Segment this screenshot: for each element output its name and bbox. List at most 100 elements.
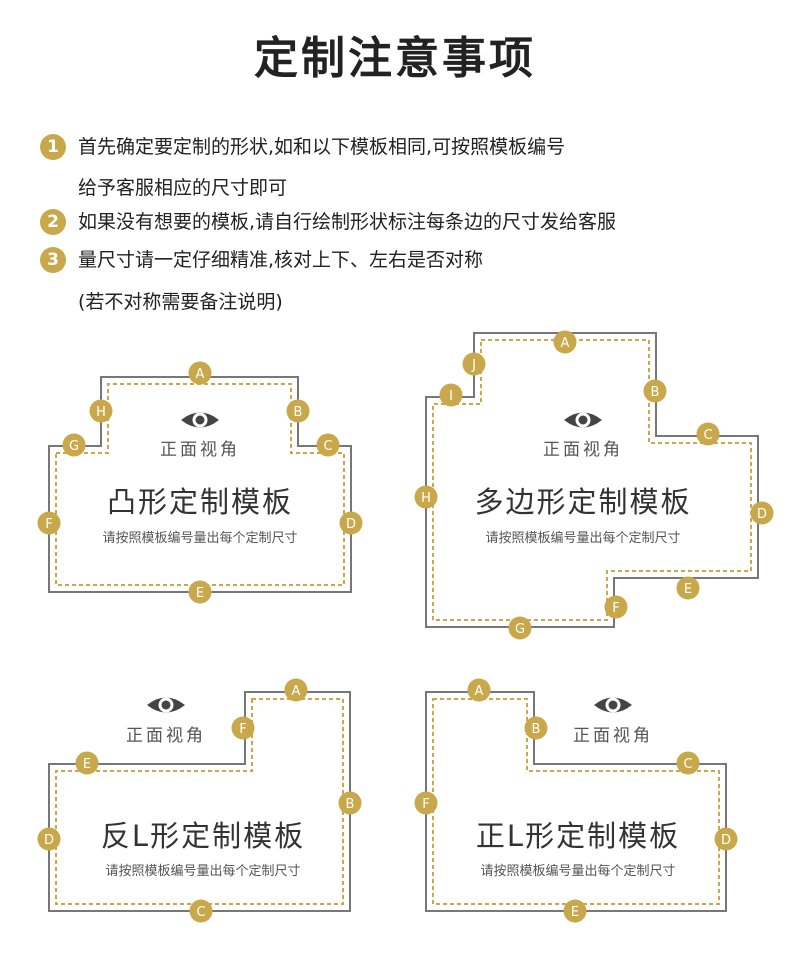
polygon-template: 正面视角 多边形定制模板 请按照模板编号量出每个定制尺寸 A B C D E F… [414, 330, 774, 640]
note-3: 3 量尺寸请一定仔细精准,核对上下、左右是否对称 [40, 247, 483, 273]
svg-text:B: B [651, 385, 660, 400]
svg-text:D: D [721, 833, 731, 848]
marker-d: D [339, 511, 363, 535]
marker-j: J [462, 352, 486, 376]
template-name: 反L形定制模板 [101, 819, 305, 853]
marker-b: B [524, 716, 548, 740]
svg-text:A: A [561, 336, 570, 351]
svg-text:E: E [571, 905, 579, 920]
svg-text:B: B [346, 797, 355, 812]
note-1: 1 首先确定要定制的形状,如和以下模板相同,可按照模板编号 [40, 134, 565, 160]
view-label: 正面视角 [126, 726, 206, 746]
normal-l-outline [425, 691, 727, 912]
marker-d: D [750, 501, 774, 525]
svg-text:C: C [703, 428, 712, 443]
svg-text:D: D [757, 507, 767, 522]
marker-c: C [316, 433, 340, 457]
svg-text:E: E [83, 757, 91, 772]
marker-f: F [231, 716, 255, 740]
template-subtitle: 请按照模板编号量出每个定制尺寸 [480, 863, 675, 879]
number-badge-3: 3 [40, 247, 66, 273]
marker-c: C [696, 422, 720, 446]
svg-text:D: D [346, 517, 356, 532]
reverse-l-template: 正面视角 反L形定制模板 请按照模板编号量出每个定制尺寸 A B C D E F [37, 678, 362, 923]
svg-text:B: B [532, 722, 541, 737]
marker-a: A [553, 330, 577, 354]
note-3-text: 量尺寸请一定仔细精准,核对上下、左右是否对称 [78, 249, 484, 271]
svg-text:A: A [196, 367, 205, 382]
template-subtitle: 请按照模板编号量出每个定制尺寸 [485, 530, 680, 546]
page-title: 定制注意事项 [254, 33, 536, 84]
number-badge-1: 1 [40, 134, 66, 160]
marker-a: A [467, 678, 491, 702]
marker-e: E [563, 899, 587, 923]
template-subtitle: 请按照模板编号量出每个定制尺寸 [102, 530, 297, 546]
svg-text:F: F [612, 601, 619, 616]
svg-text:H: H [96, 405, 106, 420]
marker-f: F [414, 791, 438, 815]
marker-f: F [37, 511, 61, 535]
reverse-l-dashed-outline [55, 698, 344, 905]
convex-outline [48, 376, 352, 593]
template-name: 凸形定制模板 [107, 485, 293, 519]
template-name: 多边形定制模板 [474, 485, 691, 519]
eye-icon [147, 697, 185, 713]
normal-l-dashed-outline [432, 698, 720, 905]
marker-i: I [439, 383, 463, 407]
svg-text:A: A [292, 684, 301, 699]
svg-text:H: H [421, 491, 431, 506]
marker-a: A [284, 678, 308, 702]
note-1-continuation: 给予客服相应的尺寸即可 [78, 177, 288, 199]
svg-text:C: C [683, 757, 692, 772]
marker-e: E [188, 580, 212, 604]
note-2-text: 如果没有想要的模板,请自行绘制形状标注每条边的尺寸发给客服 [78, 211, 617, 233]
svg-text:E: E [196, 586, 204, 601]
eye-icon [564, 412, 602, 428]
eye-icon [181, 412, 219, 428]
marker-g: G [508, 616, 532, 640]
marker-f: F [604, 595, 628, 619]
svg-text:A: A [475, 684, 484, 699]
marker-b: B [338, 791, 362, 815]
svg-text:F: F [422, 797, 429, 812]
note-1-text: 首先确定要定制的形状,如和以下模板相同,可按照模板编号 [78, 136, 566, 158]
convex-dashed-outline [55, 383, 345, 586]
svg-text:G: G [69, 439, 79, 454]
marker-b: B [286, 399, 310, 423]
svg-text:I: I [449, 389, 453, 404]
svg-text:J: J [471, 358, 476, 373]
svg-text:G: G [515, 622, 525, 637]
marker-b: B [643, 379, 667, 403]
marker-d: D [37, 827, 61, 851]
marker-a: A [188, 361, 212, 385]
template-name: 正L形定制模板 [476, 819, 680, 853]
normal-l-template: 正面视角 正L形定制模板 请按照模板编号量出每个定制尺寸 A B C D E F [414, 678, 738, 923]
note-2: 2 如果没有想要的模板,请自行绘制形状标注每条边的尺寸发给客服 [40, 209, 616, 235]
reverse-l-outline [48, 691, 351, 912]
marker-c: C [189, 899, 213, 923]
marker-c: C [676, 751, 700, 775]
marker-h: H [89, 399, 113, 423]
view-label: 正面视角 [543, 440, 623, 460]
svg-text:C: C [196, 905, 205, 920]
polygon-outline [425, 332, 759, 628]
marker-g: G [62, 433, 86, 457]
svg-text:D: D [44, 833, 54, 848]
svg-text:F: F [45, 517, 52, 532]
svg-text:C: C [323, 439, 332, 454]
marker-d: D [714, 827, 738, 851]
template-subtitle: 请按照模板编号量出每个定制尺寸 [105, 863, 300, 879]
svg-text:E: E [684, 582, 692, 597]
convex-template: 正面视角 凸形定制模板 请按照模板编号量出每个定制尺寸 A B C D E F … [37, 361, 363, 604]
marker-h: H [414, 485, 438, 509]
marker-e: E [676, 576, 700, 600]
marker-e: E [75, 751, 99, 775]
note-3-continuation: (若不对称需要备注说明) [78, 291, 283, 313]
view-label: 正面视角 [573, 726, 653, 746]
number-badge-2: 2 [40, 209, 66, 235]
svg-text:F: F [239, 722, 246, 737]
view-label: 正面视角 [160, 440, 240, 460]
svg-text:B: B [294, 405, 303, 420]
eye-icon [594, 697, 632, 713]
